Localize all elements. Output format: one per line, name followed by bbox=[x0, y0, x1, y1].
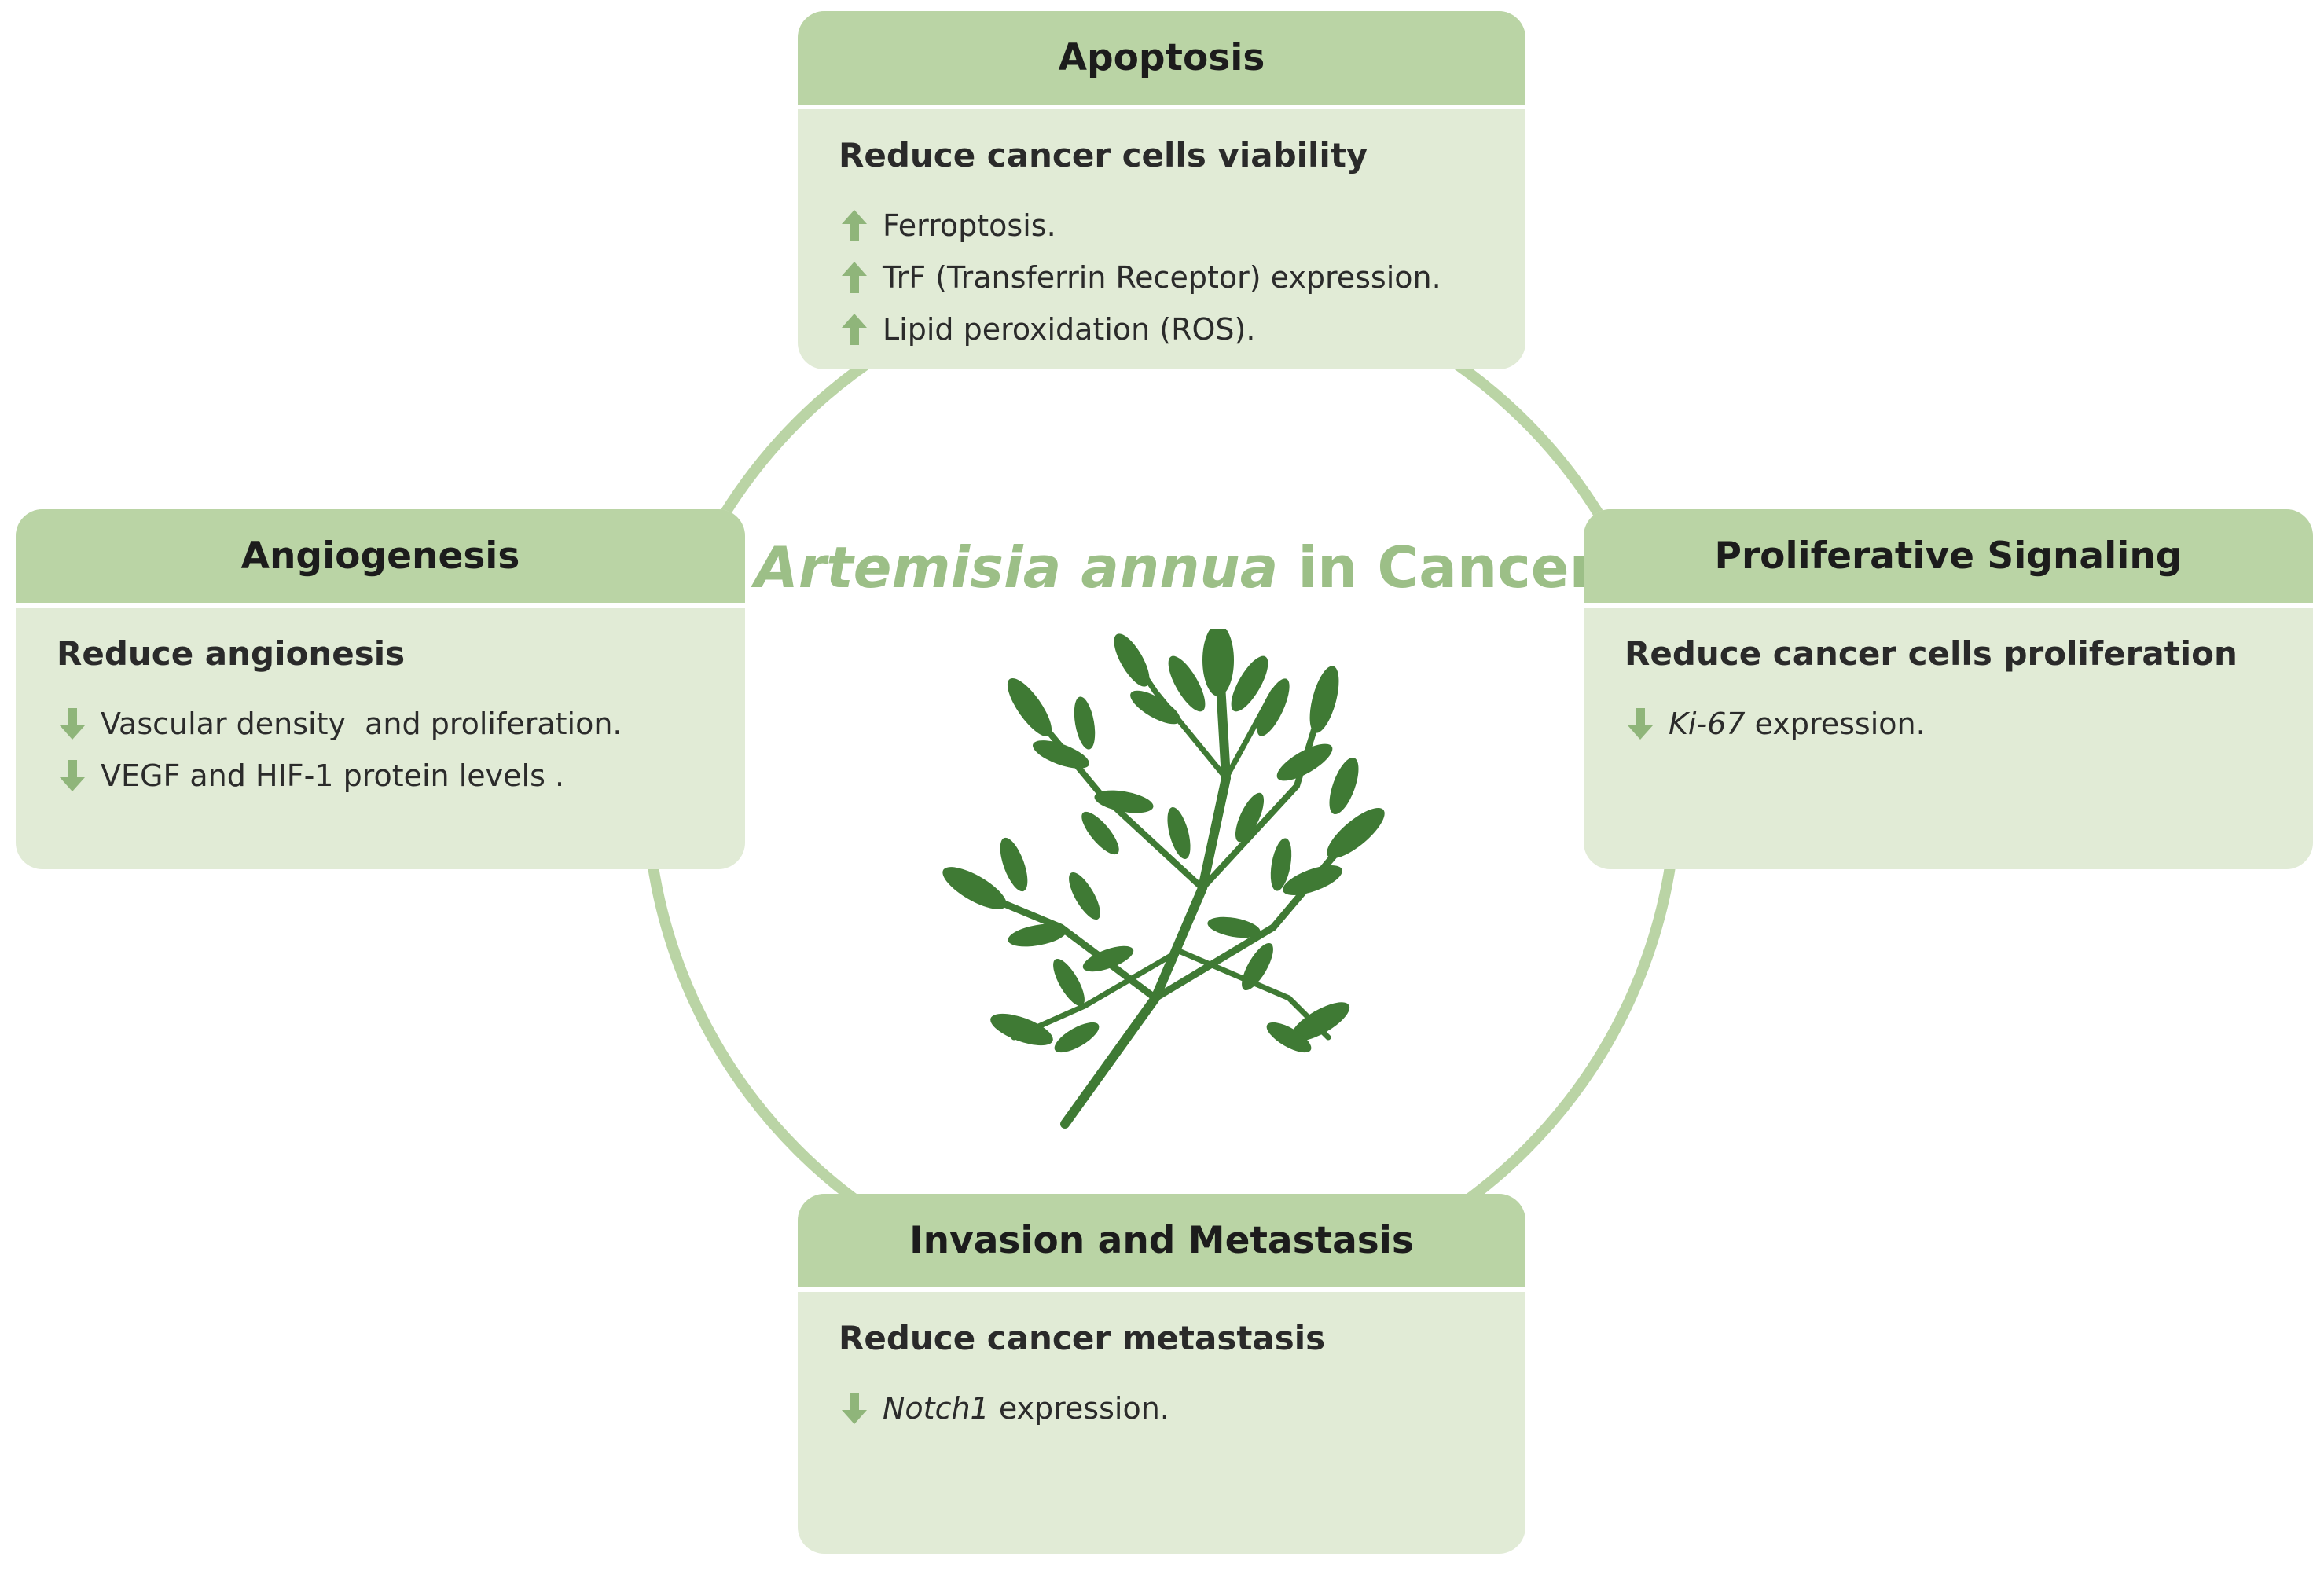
down-arrow-icon bbox=[842, 1393, 867, 1424]
gene-name: Notch1 bbox=[883, 1391, 989, 1426]
item-text: Vascular density and proliferation. bbox=[101, 707, 622, 741]
item-text: expression. bbox=[989, 1391, 1169, 1426]
center-title-rest: in Cancer bbox=[1278, 534, 1598, 600]
card-angiogenesis-subtitle: Reduce angionesis bbox=[57, 634, 406, 673]
down-arrow-icon bbox=[60, 708, 85, 740]
card-angiogenesis-title: Angiogenesis bbox=[16, 509, 745, 608]
item-text: expression. bbox=[1745, 707, 1926, 741]
list-item: VEGF and HIF-1 protein levels . bbox=[57, 750, 704, 802]
artemisia-plant-illustration bbox=[942, 629, 1385, 1129]
up-arrow-icon bbox=[842, 210, 867, 241]
card-angiogenesis: Angiogenesis Reduce angionesis Vascular … bbox=[16, 509, 745, 869]
list-item: Notch1 expression. bbox=[839, 1382, 1485, 1434]
list-item: TrF (Transferrin Receptor) expression. bbox=[839, 251, 1485, 303]
item-text: VEGF and HIF-1 protein levels . bbox=[101, 758, 565, 793]
card-invasion-title: Invasion and Metastasis bbox=[798, 1194, 1525, 1292]
card-proliferative-subtitle: Reduce cancer cells proliferation bbox=[1625, 634, 2238, 673]
center-title: Artemisia annua in Cancer bbox=[754, 534, 1597, 600]
gene-name: Ki-67 bbox=[1669, 707, 1746, 741]
item-text: TrF (Transferrin Receptor) expression. bbox=[883, 260, 1441, 295]
card-invasion-subtitle: Reduce cancer metastasis bbox=[839, 1319, 1326, 1357]
down-arrow-icon bbox=[60, 760, 85, 791]
list-item: Ferroptosis. bbox=[839, 200, 1485, 251]
list-item: Lipid peroxidation (ROS). bbox=[839, 303, 1485, 355]
card-invasion-metastasis: Invasion and Metastasis Reduce cancer me… bbox=[798, 1194, 1525, 1554]
item-text: Lipid peroxidation (ROS). bbox=[883, 312, 1256, 347]
up-arrow-icon bbox=[842, 314, 867, 345]
list-item: Vascular density and proliferation. bbox=[57, 698, 704, 750]
up-arrow-icon bbox=[842, 262, 867, 293]
list-item: Ki-67 expression. bbox=[1625, 698, 2272, 750]
center-title-species: Artemisia annua bbox=[754, 534, 1279, 600]
card-apoptosis-subtitle: Reduce cancer cells viability bbox=[839, 136, 1368, 174]
card-apoptosis-title: Apoptosis bbox=[798, 11, 1525, 109]
item-text: Ferroptosis. bbox=[883, 208, 1056, 243]
card-apoptosis: Apoptosis Reduce cancer cells viability … bbox=[798, 11, 1525, 369]
card-proliferative-title: Proliferative Signaling bbox=[1584, 509, 2313, 608]
down-arrow-icon bbox=[1628, 708, 1653, 740]
card-proliferative-signaling: Proliferative Signaling Reduce cancer ce… bbox=[1584, 509, 2313, 869]
